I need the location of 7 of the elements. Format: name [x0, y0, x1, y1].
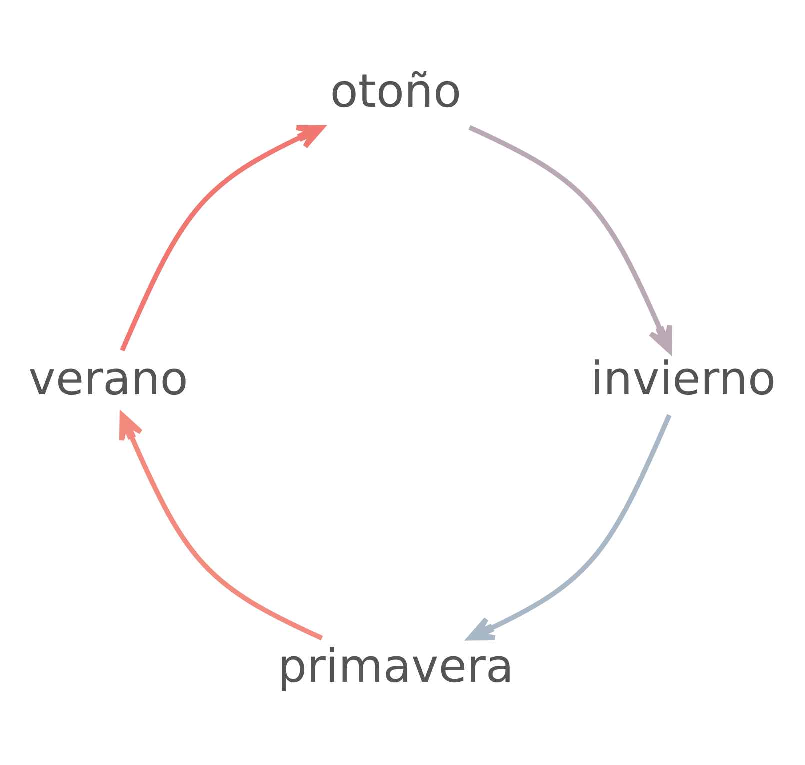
arrow: [119, 412, 324, 640]
node-text: primavera: [278, 638, 514, 692]
node-text: invierno: [590, 350, 776, 405]
node-text: verano: [28, 350, 188, 405]
arrow: [467, 414, 672, 640]
arrow: [120, 124, 324, 352]
node-text: otoño: [330, 63, 462, 118]
